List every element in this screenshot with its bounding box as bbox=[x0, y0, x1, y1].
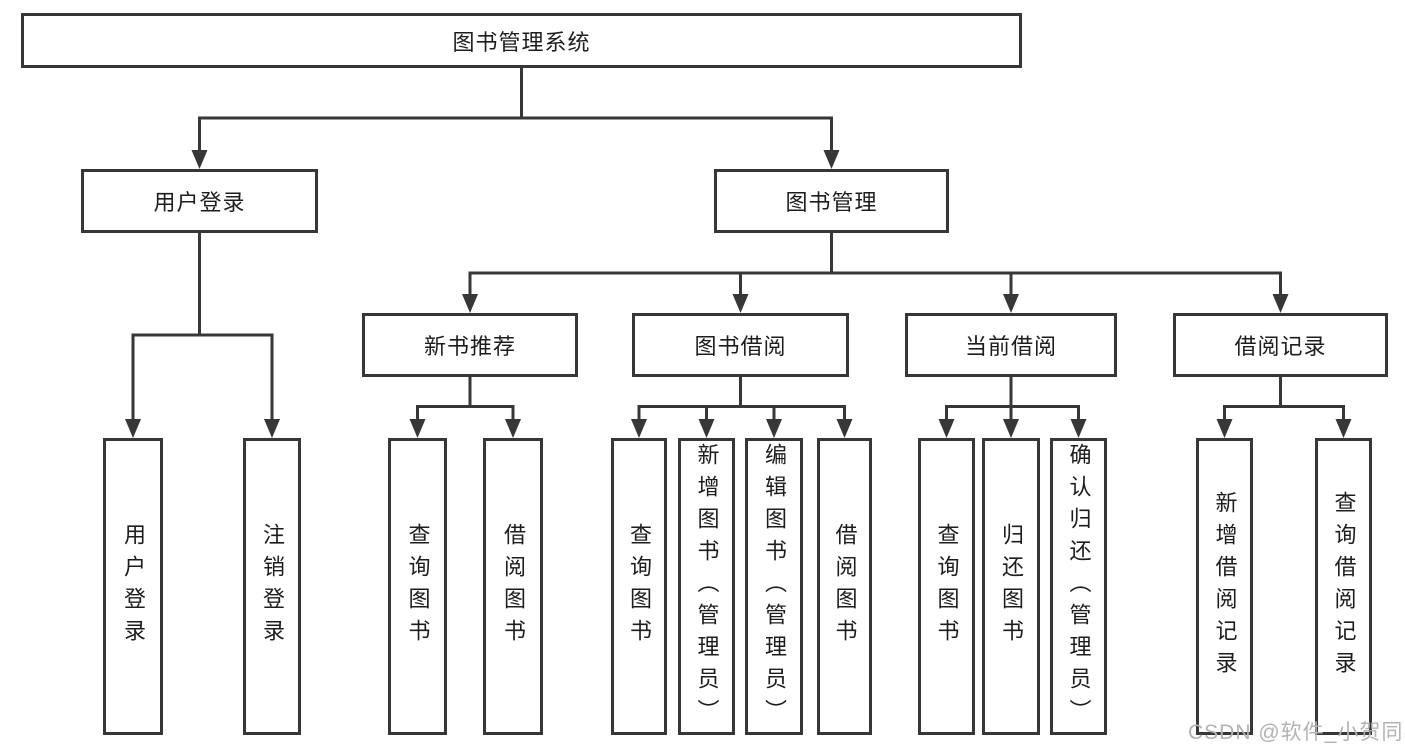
node-label: 图书管理 bbox=[785, 190, 878, 215]
node-label: 确认归还（管理员） bbox=[1066, 442, 1092, 731]
node-label: 查询图书 bbox=[405, 522, 431, 651]
node-user-login: 用户登录 bbox=[81, 169, 318, 233]
node-new-book-recommendation: 新书推荐 bbox=[362, 313, 578, 377]
csdn-watermark: CSDN @软件_小贺同学 bbox=[1188, 721, 1405, 744]
node-label: 借阅记录 bbox=[1234, 334, 1327, 359]
node-query-books-current: 查询图书 bbox=[918, 438, 975, 735]
node-user-login-leaf: 用户登录 bbox=[103, 438, 163, 735]
node-query-borrow-record: 查询借阅记录 bbox=[1315, 438, 1372, 735]
node-label: 借阅图书 bbox=[501, 522, 526, 651]
node-query-books-recommend: 查询图书 bbox=[388, 438, 447, 735]
node-add-borrow-record: 新增借阅记录 bbox=[1196, 438, 1253, 735]
node-label: 查询图书 bbox=[627, 522, 652, 651]
node-label: 查询借阅记录 bbox=[1331, 490, 1357, 683]
node-label: 图书借阅 bbox=[694, 334, 787, 359]
node-borrow-books-recommend: 借阅图书 bbox=[483, 438, 543, 735]
node-add-books-admin: 新增图书（管理员） bbox=[678, 438, 735, 735]
node-label: 新增借阅记录 bbox=[1212, 490, 1238, 683]
node-label: 新增图书（管理员） bbox=[694, 442, 720, 731]
node-label: 图书管理系统 bbox=[452, 29, 591, 55]
node-book-management: 图书管理 bbox=[714, 169, 949, 233]
node-label: 用户登录 bbox=[153, 190, 246, 215]
node-label: 归还图书 bbox=[999, 522, 1024, 651]
node-current-borrowing: 当前借阅 bbox=[905, 313, 1117, 377]
node-edit-books-admin: 编辑图书（管理员） bbox=[745, 438, 803, 735]
node-logout: 注销登录 bbox=[243, 438, 301, 735]
node-return-books: 归还图书 bbox=[982, 438, 1040, 735]
node-label: 查询图书 bbox=[934, 522, 960, 651]
node-label: 编辑图书（管理员） bbox=[762, 442, 787, 731]
node-library-management-system: 图书管理系统 bbox=[21, 13, 1022, 68]
node-label: 注销登录 bbox=[260, 522, 285, 651]
node-label: 用户登录 bbox=[121, 522, 146, 651]
node-label: 新书推荐 bbox=[423, 334, 516, 359]
node-label: 当前借阅 bbox=[964, 334, 1057, 359]
node-label: 借阅图书 bbox=[832, 522, 858, 651]
node-query-books-borrowing: 查询图书 bbox=[611, 438, 667, 735]
node-borrow-books-leaf: 借阅图书 bbox=[817, 438, 872, 735]
node-borrowing-records: 借阅记录 bbox=[1173, 313, 1388, 377]
node-confirm-return-admin: 确认归还（管理员） bbox=[1050, 438, 1107, 735]
node-book-borrowing: 图书借阅 bbox=[632, 313, 849, 377]
